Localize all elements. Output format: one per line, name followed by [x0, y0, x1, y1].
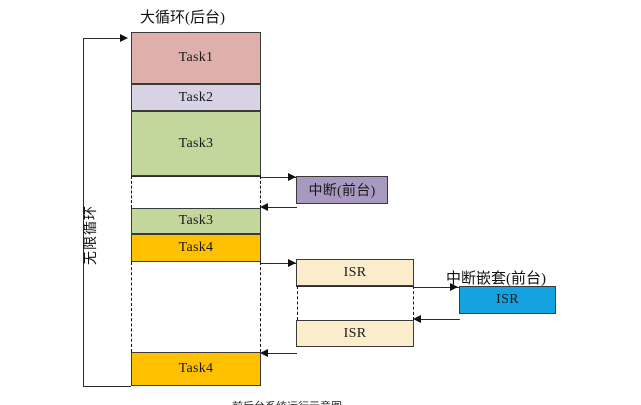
gap1-dashed-right — [260, 176, 261, 208]
interrupt-return-line — [262, 207, 297, 208]
nested-enter-line — [414, 287, 459, 288]
task-block-task1[interactable]: Task1 — [131, 32, 261, 84]
nested-interrupt-title: 中断嵌套(前台) — [446, 271, 546, 287]
isr-enter-line — [261, 263, 296, 264]
gap2-dashed-right — [260, 262, 261, 352]
gap1-dashed-left — [131, 176, 132, 208]
task-block-task2[interactable]: Task2 — [131, 84, 261, 111]
isr-gap-dashed-left — [297, 286, 298, 320]
interrupt-block[interactable]: 中断(前台) — [296, 176, 388, 204]
isr-return-line — [262, 353, 297, 354]
isr-gap-dashed-right — [413, 286, 414, 320]
nested-enter-arrow-icon — [450, 282, 458, 291]
infinite-loop-label: 无限循环 — [84, 205, 99, 265]
nested-isr-block[interactable]: ISR — [459, 286, 556, 314]
gap2-dashed-left — [131, 262, 132, 352]
isr-gap-top-edge — [296, 286, 414, 287]
isr-enter-arrow-icon — [288, 258, 296, 267]
loop-bracket-top — [83, 38, 123, 39]
loop-arrow-head-icon — [120, 33, 128, 42]
gap1-top-edge — [131, 176, 261, 177]
isr-block-first[interactable]: ISR — [296, 259, 414, 286]
task-block-task4-first[interactable]: Task4 — [131, 234, 261, 262]
isr-block-resumed[interactable]: ISR — [296, 320, 414, 347]
nested-return-line — [415, 319, 460, 320]
isr-return-arrow-icon — [260, 348, 268, 357]
main-loop-title: 大循环(后台) — [140, 10, 225, 26]
figure-caption: 前后台系统运行示意图 — [232, 398, 472, 405]
loop-bracket-bottom — [83, 386, 131, 387]
loop-bracket-left — [83, 38, 84, 386]
interrupt-enter-line — [261, 177, 296, 178]
task-block-task3-first[interactable]: Task3 — [131, 111, 261, 176]
interrupt-return-arrow-icon — [260, 202, 268, 211]
nested-return-arrow-icon — [413, 314, 421, 323]
task-block-task4-resumed[interactable]: Task4 — [131, 352, 261, 386]
interrupt-enter-arrow-icon — [288, 172, 296, 181]
task-block-task3-resumed[interactable]: Task3 — [131, 208, 261, 234]
